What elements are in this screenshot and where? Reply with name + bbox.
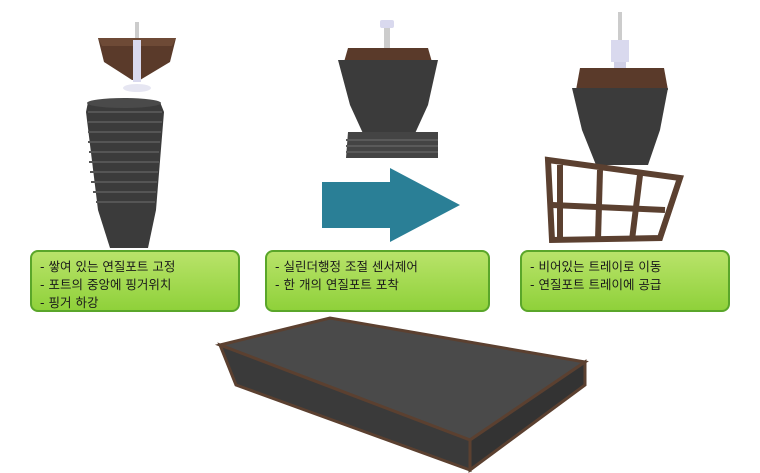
step3-line-2: - 연질포트 트레이에 공급 [530, 277, 662, 292]
finger-gripper-icon [576, 12, 668, 90]
tray-icon [214, 316, 589, 473]
step2-caption-box: - 실린더행정 조절 센서제어 - 한 개의 연질포트 포착 [265, 250, 490, 312]
stacked-pots-icon [338, 60, 438, 158]
step3-caption-box: - 비어있는 트레이로 이동 - 연질포트 트레이에 공급 [520, 250, 730, 312]
step1-line-1: - 쌓여 있는 연질포트 고정 [40, 259, 176, 274]
finger-gripper-icon [344, 20, 432, 62]
tray-icon [544, 156, 684, 244]
step2-line-2: - 한 개의 연질포트 포착 [275, 277, 399, 292]
step2-line-1: - 실린더행정 조절 센서제어 [275, 259, 418, 274]
step1-caption-box: - 쌓여 있는 연질포트 고정 - 포트의 중앙에 핑거위치 - 핑거 하강 [30, 250, 240, 312]
stacked-pots-icon [572, 88, 668, 165]
finger-gripper-icon [98, 22, 176, 92]
step1-line-3: - 핑거 하강 [40, 295, 99, 310]
stacked-pots-icon [86, 98, 164, 248]
step3-line-1: - 비어있는 트레이로 이동 [530, 259, 662, 274]
step1-line-2: - 포트의 중앙에 핑거위치 [40, 277, 172, 292]
